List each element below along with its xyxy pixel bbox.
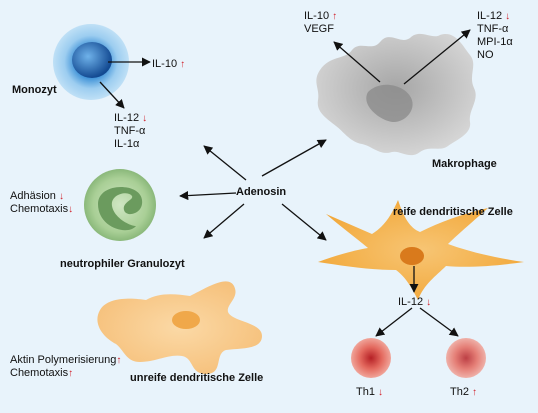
th1-label: Th1 ↓ xyxy=(356,386,384,398)
adenosin-label: Adenosin xyxy=(236,186,287,198)
macrophage-to-il12-arrow xyxy=(403,29,471,85)
macrophage-label: Makrophage xyxy=(432,158,497,170)
monocyte-down-effects: IL-12 ↓ TNF-α IL-1α xyxy=(114,112,148,150)
il12-to-th2-arrow xyxy=(419,307,459,337)
mature-dc-effect: IL-12 ↓ xyxy=(398,296,432,308)
adenosin-to-immature-dc-arrow xyxy=(203,203,245,239)
adenosin-to-macrophage-arrow xyxy=(261,139,327,177)
immature-dc-label: unreife dendritische Zelle xyxy=(130,372,264,384)
mature-dendritic-cell xyxy=(318,200,524,300)
neutrophil-label: neutrophiler Granulozyt xyxy=(60,258,185,270)
th1-cell xyxy=(351,338,391,378)
adenosin-to-mature-dc-arrow xyxy=(281,203,327,241)
monocyte-to-il12-arrow xyxy=(99,81,125,109)
monocyte-cell xyxy=(53,24,129,100)
macrophage-to-il10-arrow xyxy=(333,41,381,83)
macrophage-up-effects: IL-10 ↑ VEGF xyxy=(304,10,338,35)
il12-to-th1-arrow xyxy=(375,307,413,337)
connector-arrows xyxy=(99,29,471,337)
monocyte-up-effect: IL-10 ↑ xyxy=(152,58,186,70)
adenosin-to-neutrophil-arrow xyxy=(179,191,237,201)
th2-label: Th2 ↑ xyxy=(450,386,478,398)
adenosin-to-monocyte-arrow xyxy=(203,145,247,181)
neutrophil-cell xyxy=(84,169,156,241)
macrophage-down-effects: IL-12 ↓ TNF-α MPI-1α NO xyxy=(477,10,513,61)
th2-cell xyxy=(446,338,486,378)
neutrophil-effects: Adhäsion ↓ Chemotaxis↓ xyxy=(10,190,74,215)
immature-dendritic-cell xyxy=(97,281,262,374)
macrophage-cell xyxy=(316,33,476,156)
immature-dc-effects: Aktin Polymerisierung↑ Chemotaxis↑ xyxy=(10,354,122,379)
mature-dc-label: reife dendritische Zelle xyxy=(393,206,513,218)
monocyte-label: Monozyt xyxy=(12,84,57,96)
